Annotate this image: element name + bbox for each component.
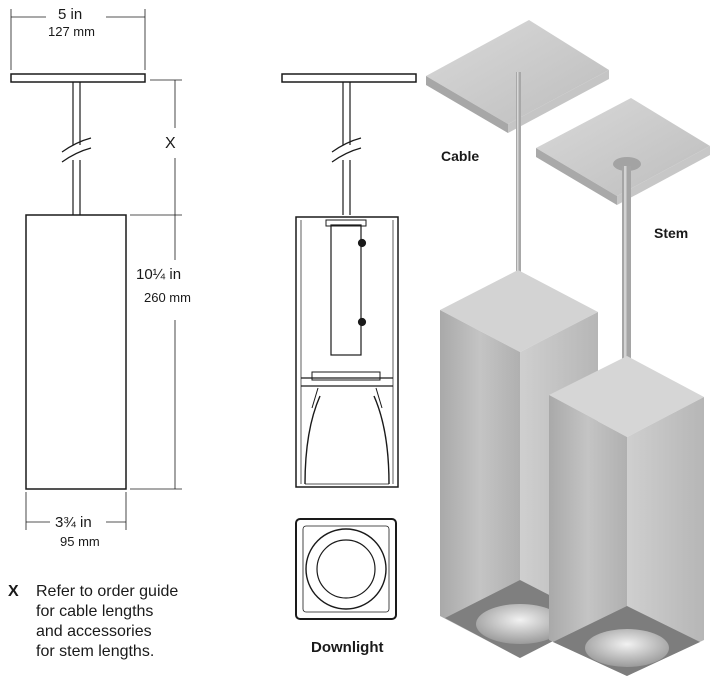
stem-reflector <box>585 629 669 667</box>
height-in-label: 10¼ in <box>136 266 182 283</box>
stem-housing-side <box>627 397 704 676</box>
aperture-mm-label: 95 mm <box>60 534 100 549</box>
downlight-caption: Downlight <box>311 639 384 656</box>
downlight-bottom-view <box>295 518 397 620</box>
canopy-outline <box>10 73 146 83</box>
cable-housing-top <box>440 270 598 352</box>
section-housing <box>295 216 399 488</box>
stem-mount-cap <box>613 157 641 171</box>
width-in-label: 5 in <box>58 6 83 23</box>
section-break-upper <box>331 137 362 153</box>
stem-length-x-label: X <box>165 135 176 152</box>
cable-caption: Cable <box>441 148 480 164</box>
stem-housing-top <box>549 356 704 437</box>
cable-reflector <box>476 604 564 644</box>
downlight-inner-ring <box>316 539 376 599</box>
break-mark-lower <box>61 147 92 163</box>
note-marker: X <box>8 583 19 600</box>
housing-outline <box>25 214 127 490</box>
aperture-in-label: 3¾ in <box>55 514 92 531</box>
note-line: for stem lengths. <box>36 643 155 660</box>
side-elevation-drawing <box>10 9 182 530</box>
stem-canopy <box>536 98 710 196</box>
downlight-outer-ring <box>305 528 387 610</box>
section-reflector <box>304 395 390 485</box>
note-line: for cable lengths <box>36 603 154 620</box>
note-line: Refer to order guide <box>36 583 179 600</box>
height-mm-label: 260 mm <box>144 290 191 305</box>
stem-caption: Stem <box>654 225 689 241</box>
stem-pendant-render <box>536 98 710 676</box>
width-mm-label: 127 mm <box>48 24 95 39</box>
cable-housing-front <box>440 310 520 658</box>
break-mark-upper <box>61 137 92 153</box>
stem-housing-front <box>549 395 627 676</box>
section-drawing <box>281 73 417 488</box>
note-line: and accessories <box>36 623 152 640</box>
section-fastener-lower <box>357 317 367 327</box>
order-guide-note: Refer to order guide for cable lengths a… <box>36 582 178 662</box>
section-break-lower <box>331 147 362 163</box>
section-canopy <box>281 73 417 83</box>
section-fastener-upper <box>357 238 367 248</box>
section-driver-box <box>330 224 362 356</box>
